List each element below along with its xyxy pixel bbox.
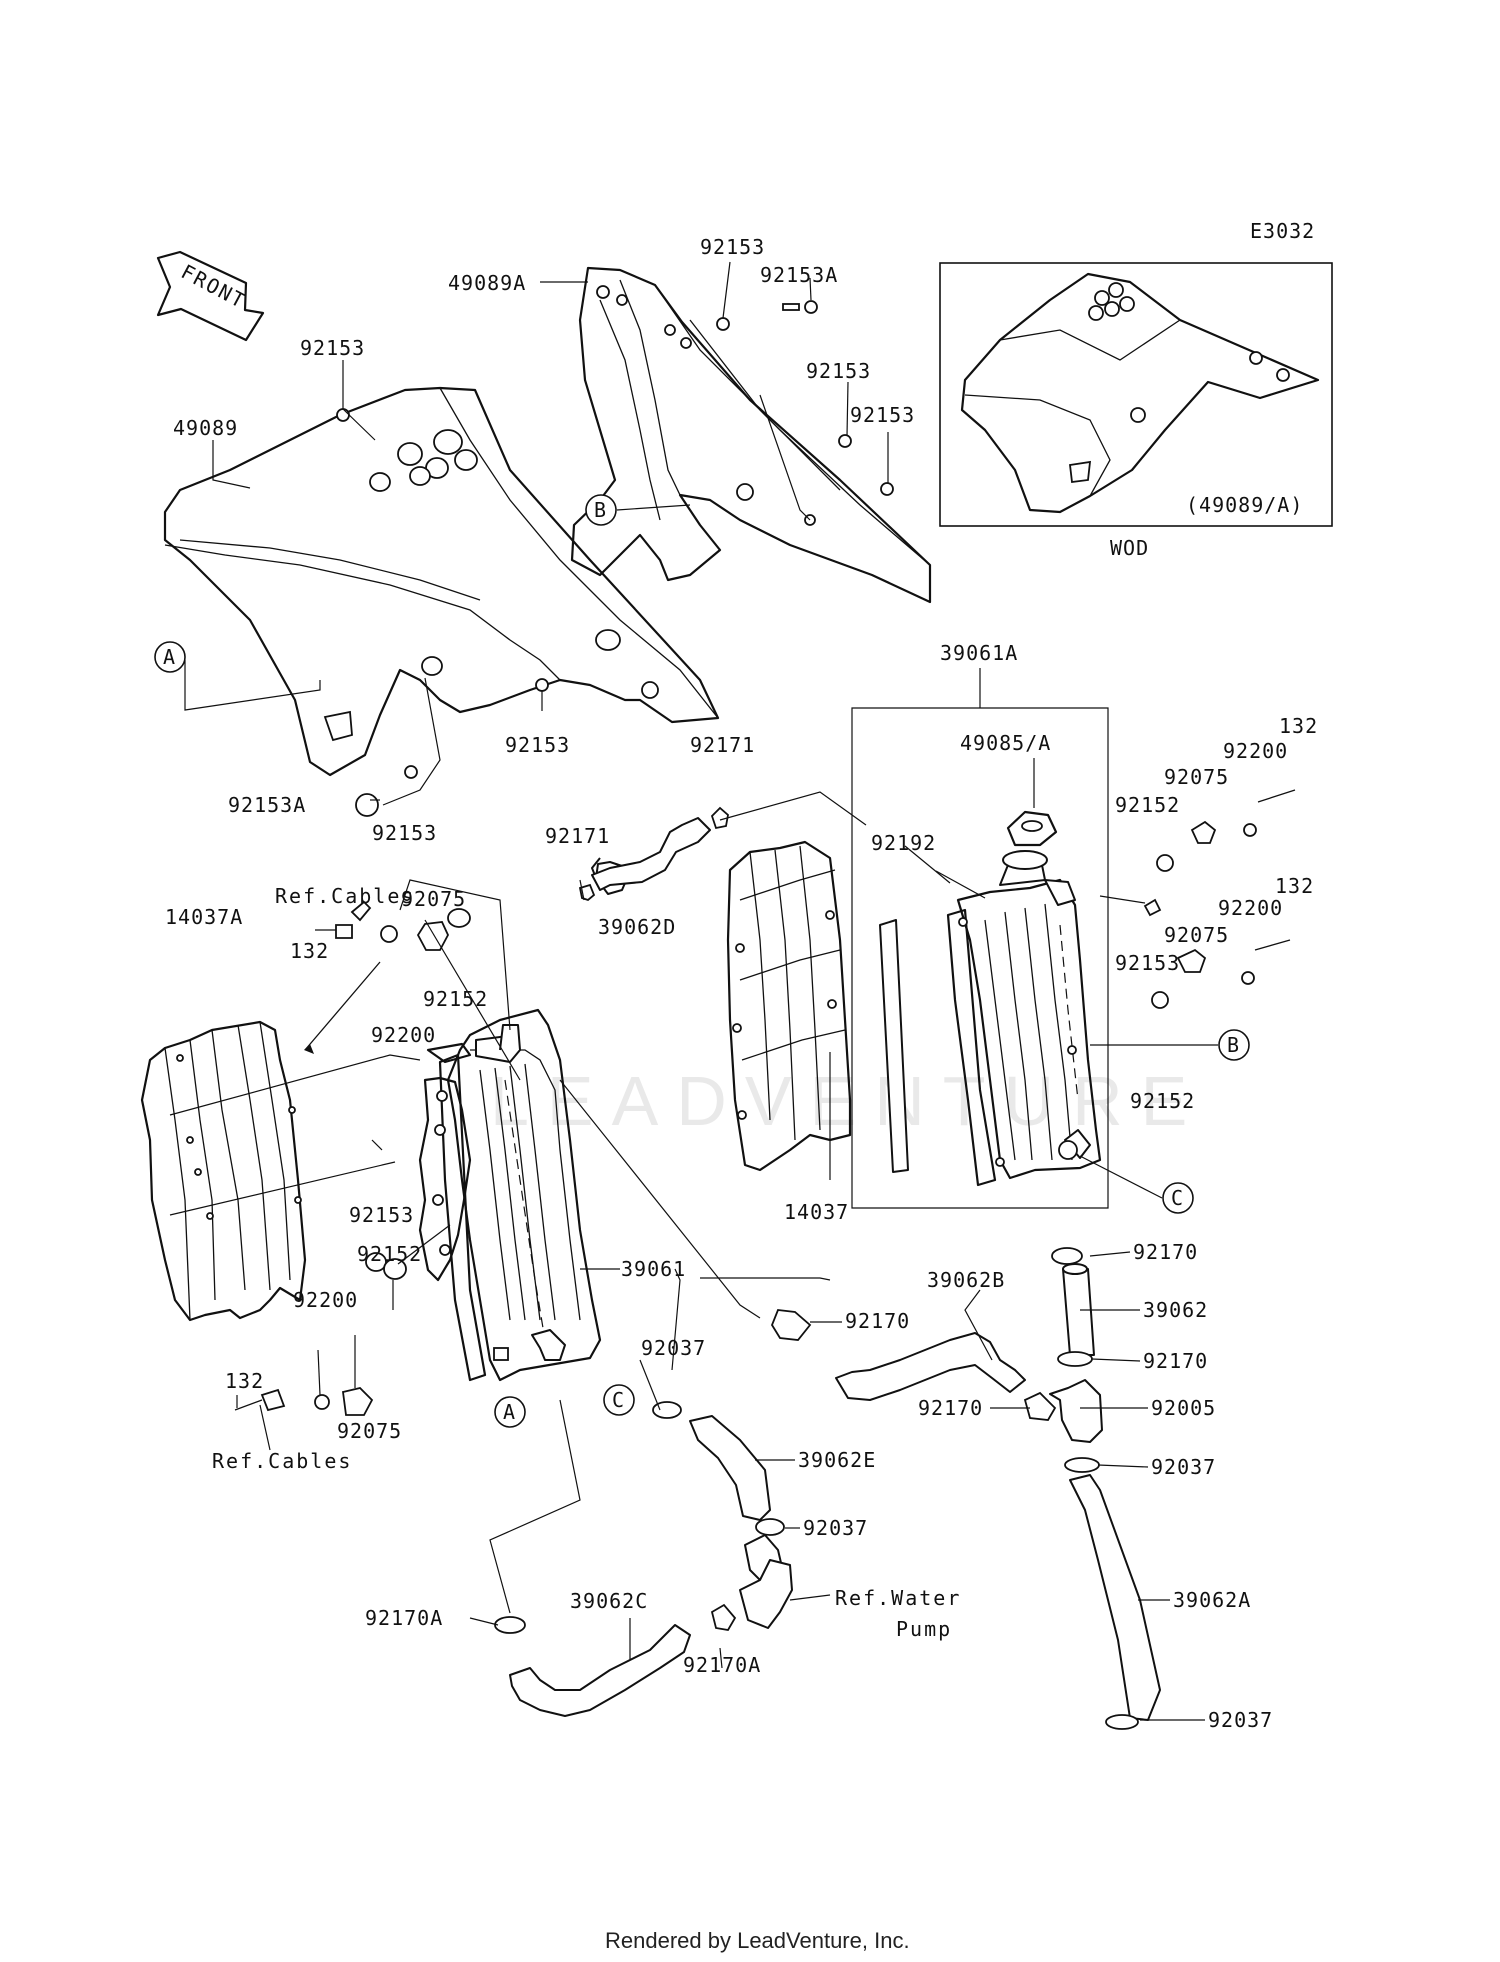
hoses [509,817,1161,1721]
label-92005: 92005 [1151,1396,1216,1420]
hose-clamps [494,806,1139,1730]
label-39061A: 39061A [940,641,1018,665]
label-49089: 49089 [173,416,238,440]
label-92037-b: 92037 [641,1336,706,1360]
callout-b-top: B [594,498,607,522]
front-arrow-icon: FRONT [156,250,265,342]
inset-box: (49089/A) [939,262,1333,527]
label-92192: 92192 [871,831,936,855]
label-39062A: 39062A [1173,1588,1251,1612]
label-92075-l2: 92075 [337,1419,402,1443]
watermark: LEADVENTURE [490,1062,1205,1140]
label-92037-a: 92037 [1151,1455,1216,1479]
label-92170A-b: 92170A [683,1653,761,1677]
label-92171-b: 92171 [545,824,610,848]
label-92153-top: 92153 [700,235,765,259]
label-92075-l1: 92075 [401,887,466,911]
label-92075-r2: 92075 [1164,923,1229,947]
footer-credit: Rendered by LeadVenture, Inc. [605,1928,910,1953]
label-92200-r2: 92200 [1218,896,1283,920]
label-132-r2: 132 [1275,874,1314,898]
label-92170A-a: 92170A [365,1606,443,1630]
label-92152-r2: 92152 [1130,1089,1195,1113]
callout-circles: A B B C A C [154,494,1250,1428]
label-92075-r1: 92075 [1164,765,1229,789]
label-92152-l1: 92152 [423,987,488,1011]
ref-cables-top: Ref.Cables [275,884,415,908]
label-92152-r1: 92152 [1115,793,1180,817]
label-92153-low: 92153 [372,821,437,845]
radiator-39061A [946,810,1102,1187]
shroud-49089A [570,266,932,604]
label-92153-l: 92153 [349,1203,414,1227]
label-92153-a: 92153 [806,359,871,383]
label-39062B: 39062B [927,1268,1005,1292]
label-92037-c: 92037 [803,1516,868,1540]
leader-lines [169,261,1218,1721]
label-92153A-low: 92153A [228,793,306,817]
part-number-labels: 49089A 92153 92153A 92153 92153 92153 49… [165,235,1318,1732]
diagram-code: E3032 [1250,219,1315,243]
label-92153-r: 92153 [1115,951,1180,975]
label-92152-l2: 92152 [357,1242,422,1266]
label-49085A: 49085/A [960,731,1051,755]
shroud-49089 [163,386,720,777]
ref-pump: Pump [896,1617,952,1641]
label-49089A: 49089A [448,271,526,295]
label-132-l1: 132 [290,939,329,963]
label-92200-l1: 92200 [371,1023,436,1047]
label-39061: 39061 [621,1257,686,1281]
radiator-guard-14037A [140,1020,307,1322]
callout-a-bottom: A [503,1400,516,1424]
label-39062: 39062 [1143,1298,1208,1322]
label-92170-c: 92170 [1143,1349,1208,1373]
label-92170-a: 92170 [1133,1240,1198,1264]
label-92200-r1: 92200 [1223,739,1288,763]
label-92153A-top: 92153A [760,263,838,287]
inset-note: WOD [1110,536,1149,560]
callout-c-right: C [1171,1186,1184,1210]
label-92200-l2: 92200 [293,1288,358,1312]
ref-water: Ref.Water [835,1586,961,1610]
mounting-hardware [234,789,1296,1416]
label-39062E: 39062E [798,1448,876,1472]
reference-labels: Ref.Cables Ref.Cables Ref.Water Pump [212,884,961,1641]
ref-cables-bottom: Ref.Cables [212,1449,352,1473]
label-132-r1: 132 [1279,714,1318,738]
callout-c-bottom: C [612,1388,625,1412]
label-39062D: 39062D [598,915,676,939]
label-92170-d: 92170 [918,1396,983,1420]
inset-caption: (49089/A) [1186,493,1303,517]
label-92153-left: 92153 [300,336,365,360]
callout-b-right: B [1227,1033,1240,1057]
label-39062C: 39062C [570,1589,648,1613]
callout-a-top: A [163,645,176,669]
label-14037A: 14037A [165,905,243,929]
label-92171-a: 92171 [690,733,755,757]
label-132-l2: 132 [225,1369,264,1393]
radiator-guard-14037 [726,840,852,1172]
label-92153-b: 92153 [850,403,915,427]
label-92170-b: 92170 [845,1309,910,1333]
radiator-39061 [418,1008,602,1382]
label-92037-d: 92037 [1208,1708,1273,1732]
label-92153-mid: 92153 [505,733,570,757]
label-14037: 14037 [784,1200,849,1224]
